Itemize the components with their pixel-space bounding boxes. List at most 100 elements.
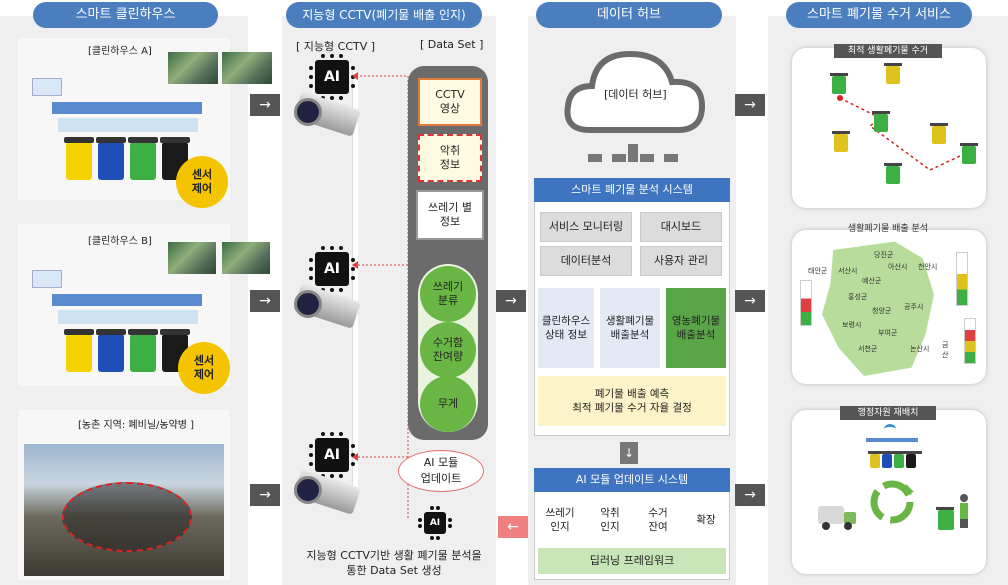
shelter-panel	[58, 310, 198, 324]
garbage-truck-icon	[808, 506, 856, 530]
ai-update-bubble: AI 모듈 업데이트	[398, 450, 484, 492]
shelter-panel	[58, 118, 198, 132]
green-bin-icon	[872, 111, 890, 132]
camera-lens	[294, 98, 322, 126]
truck-wheel	[844, 522, 852, 530]
blue-bin	[96, 137, 126, 180]
map-label: 예산군	[862, 277, 882, 285]
map-label: 천안시	[918, 263, 938, 271]
server-block	[612, 154, 626, 162]
update-item-collection: 수거 잔여	[648, 507, 668, 533]
data-analysis-button[interactable]: 데이터분석	[540, 246, 632, 276]
camera-lens	[294, 290, 322, 318]
arrow-right-icon: →	[250, 290, 280, 312]
map-label: 논산시	[910, 345, 930, 353]
yellow-bin-icon	[832, 131, 850, 152]
service-monitoring-button[interactable]: 서비스 모니터링	[540, 212, 632, 242]
clean-house-header: 스마트 클린하우스	[33, 2, 218, 28]
route-map	[837, 95, 961, 171]
yellow-bin-icon	[884, 63, 902, 84]
map-label: 금산	[942, 341, 949, 359]
update-item-odor: 악취 인지	[600, 507, 620, 533]
photo	[222, 52, 272, 84]
waste-analysis-title: 생활폐기물 배출 분석	[847, 224, 929, 234]
dataset-waste-classification: 쓰레기 분류	[420, 266, 476, 322]
map-label: 보령시	[842, 321, 862, 329]
level-bar	[964, 318, 976, 364]
yellow-bin-icon	[930, 123, 948, 144]
map-label: 청양군	[872, 307, 892, 315]
dataset-cctv-video: CCTV 영상	[418, 78, 482, 126]
map-label: 부여군	[878, 329, 898, 337]
green-bin-icon	[960, 143, 978, 164]
rural-area: [농촌 지역: 폐비닐/농약병 ]	[18, 410, 230, 580]
arrow-down-icon: ↓	[620, 442, 638, 464]
solar-panel-icon	[32, 270, 62, 288]
truck-body	[818, 506, 844, 524]
framework-bar: 딥러닝 프레임워크	[538, 548, 726, 574]
level-bar	[800, 280, 812, 326]
household-waste-analysis: 생활폐기물 배출분석	[600, 288, 660, 368]
camera-lens	[294, 476, 322, 504]
ai-chip-icon: AI	[309, 246, 355, 292]
map-label: 서천군	[858, 345, 878, 353]
green-bin	[128, 329, 158, 372]
cctv-caption: 지능형 CCTV기반 생활 폐기물 분석을 통한 Data Set 생성	[306, 549, 482, 577]
ai-chip-icon: AI	[309, 432, 355, 478]
wifi-icon	[884, 424, 896, 434]
shelter-roof	[52, 294, 202, 306]
update-item-expand: 확장	[696, 514, 716, 526]
truck-wheel	[822, 522, 830, 530]
level-bar	[956, 252, 968, 306]
update-item-waste: 쓰레기 인지	[545, 507, 575, 533]
clean-house-b: [클린하우스 B] 센서 제어	[18, 224, 270, 394]
green-bin-icon	[884, 163, 902, 184]
worker-icon	[958, 494, 970, 528]
map-labels: 당진군 서산시 아산시 천안시 예산군 홍성군 청양군 공주시 보령시 부여군 …	[808, 236, 948, 376]
ai-chip-icon: AI	[418, 506, 452, 540]
server-block	[628, 144, 638, 162]
map-label: 당진군	[874, 251, 894, 259]
arrow-right-icon: →	[496, 290, 526, 312]
shelter-roof	[52, 102, 202, 114]
solar-panel-icon	[32, 78, 62, 96]
arrow-right-icon: →	[735, 290, 765, 312]
arrow-right-icon: →	[735, 94, 765, 116]
blue-bin	[96, 329, 126, 372]
farm-waste-analysis: 영농폐기물 배출분석	[666, 288, 726, 368]
waste-area-outline	[62, 482, 192, 552]
server-block	[664, 154, 678, 162]
clean-house-b-label: [클린하우스 B]	[88, 236, 152, 247]
clean-house-a: [클린하우스 A] 센서 제어	[18, 38, 272, 208]
resource-reallocation-card	[792, 410, 986, 574]
server-block	[640, 154, 654, 162]
server-block	[588, 154, 602, 162]
clean-house-status: 클린하우스 상태 정보	[538, 288, 594, 368]
black-bin-icon	[904, 451, 922, 468]
photo	[222, 242, 270, 274]
recycle-icon	[870, 480, 914, 524]
worker-head	[960, 494, 968, 502]
collection-service-header: 스마트 폐기물 수거 서비스	[786, 2, 972, 28]
dataset-odor-info: 악취 정보	[418, 134, 482, 182]
truck-cab	[844, 512, 856, 524]
arrow-right-icon: →	[250, 94, 280, 116]
worker-body	[960, 503, 968, 519]
ai-update-title: AI 모듈 업데이트 시스템	[534, 468, 730, 492]
prediction-box: 폐기물 배출 예측 최적 폐기물 수거 자율 결정	[538, 376, 726, 426]
arrow-right-icon: →	[250, 484, 280, 506]
dashboard-button[interactable]: 대시보드	[640, 212, 722, 242]
yellow-bin	[64, 329, 94, 372]
green-bin-icon	[936, 507, 954, 530]
analysis-system-title: 스마트 폐기물 분석 시스템	[534, 178, 730, 202]
cctv-connector	[352, 72, 358, 492]
server-icon	[588, 144, 678, 162]
cctv-header: 지능형 CCTV(폐기물 배출 인지)	[286, 2, 482, 28]
user-management-button[interactable]: 사용자 관리	[640, 246, 722, 276]
map-label: 홍성군	[848, 293, 868, 301]
green-bin-icon	[892, 451, 910, 468]
photo	[168, 52, 218, 84]
data-hub-header: 데이터 허브	[536, 2, 722, 28]
rural-area-label: [농촌 지역: 폐비닐/농약병 ]	[78, 420, 195, 431]
sensor-control-badge: 센서 제어	[178, 342, 230, 394]
